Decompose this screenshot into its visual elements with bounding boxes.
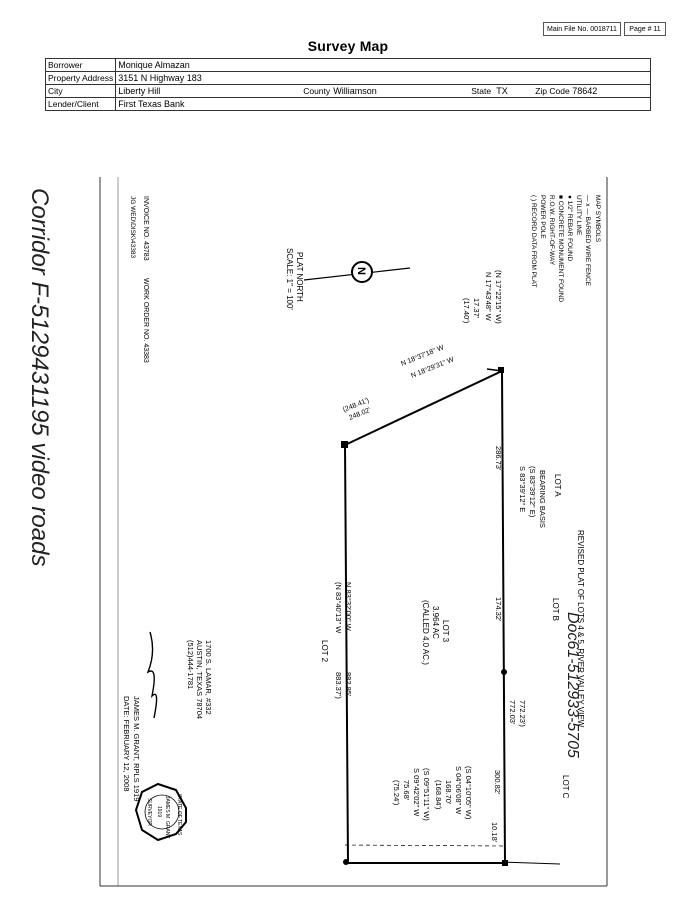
borrower-value: Monique Almazan: [115, 58, 651, 72]
address-value: 3151 N Highway 183: [115, 71, 651, 85]
south-bearing-1: N 83°32'00" W: [344, 582, 353, 632]
surveyor-address-1: 1700 S. LAMAR, #332: [204, 640, 213, 715]
legend-item: ■ CONCRETE MONUMENT FOUND: [557, 195, 564, 302]
page-number: Page # 11: [624, 22, 666, 36]
surveyor-date: DATE: FEBRUARY 12, 2008: [122, 696, 131, 791]
borrower-label: Borrower: [44, 58, 117, 72]
file-reference: JG WED\DISK\43383: [129, 196, 136, 259]
address-label: Property Address: [44, 71, 117, 85]
legend-item: UTILITY LINE: [575, 195, 582, 236]
surveyor-phone: (512)444-1781: [186, 640, 195, 689]
lender-label: Lender/Client: [44, 97, 117, 111]
zip-label: Zip Code: [535, 85, 570, 96]
nw-bearing-1: (N 17°22'15" W): [494, 270, 503, 324]
legend: MAP SYMBOLS — x — BARBED WIRE FENCE UTIL…: [530, 195, 601, 302]
east-dist-2: 10.18': [490, 822, 499, 843]
rebar-east-icon: [501, 669, 507, 675]
legend-item: — x — BARBED WIRE FENCE: [584, 195, 591, 287]
handwritten-left-note: Corridor F-5129431195 video roads: [26, 188, 53, 566]
monument-nw-icon: [498, 367, 504, 373]
state-value: TX: [496, 85, 508, 96]
city-row: Liberty Hill County Williamson State TX …: [115, 84, 651, 98]
south-bearing-2: (N 83°40'13" W: [334, 582, 343, 634]
survey-plat-image: Corridor F-5129431195 video roads Doc61-…: [0, 160, 696, 900]
seal-bottom-text: SURVEYOR: [146, 798, 152, 826]
seal-top-text: STATE OF TEXAS: [176, 794, 182, 836]
lender-value: First Texas Bank: [115, 97, 651, 111]
zip-value: 78642: [572, 85, 598, 96]
legend-item: R.O.W. RIGHT-OF-WAY: [548, 195, 555, 266]
east-bearing-8: (75.24'): [392, 780, 401, 806]
state-label: State: [471, 85, 492, 96]
bearing-basis-label: BEARING BASIS: [538, 470, 547, 528]
east-bearing-3: 168.70': [444, 780, 453, 805]
lot-3-called: (CALLED 4.0 AC.): [421, 600, 430, 665]
surveyor-seal: STATE OF TEXAS JAMES M. GRANT 1919 SURVE…: [134, 782, 187, 842]
county-value: Williamson: [333, 85, 377, 96]
bearing-basis-2: S 83°39'12" E: [518, 466, 527, 512]
north-dist-1: 286.73': [494, 446, 503, 471]
subject-info-table: Borrower Monique Almazan Property Addres…: [44, 58, 651, 111]
fence-line: [344, 844, 506, 847]
bearing-basis-1: (S 83°39'12" E): [528, 466, 537, 518]
north-dist-4: 772.03': [508, 700, 517, 725]
legend-item: ● 1/2" REBAR FOUND: [566, 195, 573, 261]
lot-3-label: LOT 3: [441, 620, 450, 643]
east-bearing-2: S 04°06'08" W: [454, 766, 463, 815]
plat-drawing: Corridor F-5129431195 video roads Doc61-…: [26, 177, 608, 887]
monument-ne-icon: [502, 860, 508, 866]
monument-sw-icon: [341, 441, 348, 448]
east-bearing-5: (S 09°51'11" W): [422, 768, 431, 821]
north-dist-3: 772.23'): [518, 700, 527, 727]
east-bearing-1: (S 04°10'05" W): [464, 766, 473, 820]
lot-2-label: LOT 2: [320, 640, 329, 663]
scale-label: SCALE: 1" = 100': [285, 248, 294, 310]
south-dist-2: 883.37'): [334, 672, 343, 699]
plat-north-label: PLAT NORTH: [295, 252, 304, 302]
city-value: Liberty Hill: [118, 85, 161, 96]
lot-a-label: LOT A: [553, 474, 562, 497]
seal-number-text: 1919: [156, 806, 162, 817]
nw-bearing-2: N 17°43'48" W: [484, 272, 493, 322]
city-label: City: [44, 84, 117, 98]
north-arrow-icon: [351, 261, 373, 283]
surveyor-name: JAMES M. GRANT, RPLS 1919: [132, 696, 141, 801]
surveyor-signature: [146, 631, 158, 719]
nw-dist-1: 17.37': [472, 298, 481, 319]
page-title: Survey Map: [307, 38, 389, 54]
rebar-se-icon: [343, 859, 349, 865]
north-symbol: N: [355, 267, 367, 275]
lot-c-label: LOT C: [561, 775, 570, 799]
north-dist-2: 174.32': [494, 597, 503, 622]
lot-b-label: LOT B: [551, 598, 560, 621]
legend-title: MAP SYMBOLS: [594, 195, 601, 243]
handwritten-doc-note: Doc61-512933-5705: [564, 612, 581, 758]
invoice-number: INVOICE NO. 43783: [142, 196, 149, 261]
file-number: Main File No. 0018711: [543, 22, 621, 36]
legend-item: POWER POLE: [539, 195, 546, 239]
work-order-number: WORK ORDER NO. 43383: [142, 278, 149, 363]
seal-name-text: JAMES M. GRANT: [164, 796, 170, 839]
east-dist-1: 300.82': [493, 770, 502, 795]
surveyor-address-2: AUSTIN, TEXAS 78704: [195, 640, 204, 719]
nw-dist-2: (17.40'): [462, 298, 471, 324]
east-bearing-4: (168.84'): [434, 780, 443, 810]
row-line: [501, 861, 561, 865]
plat-title: REVISED PLAT OF LOTS 4 & 5, RIVER VALLEY…: [576, 530, 585, 728]
east-bearing-7: 75.68': [402, 780, 411, 801]
lot-3-area: 3.964 AC: [431, 606, 440, 639]
legend-item: ( ) RECORD DATA FROM PLAT: [530, 195, 537, 287]
east-bearing-6: S 09°42'02" W: [412, 768, 421, 817]
county-label: County: [303, 85, 331, 96]
south-dist-1: 882.85': [344, 672, 353, 697]
